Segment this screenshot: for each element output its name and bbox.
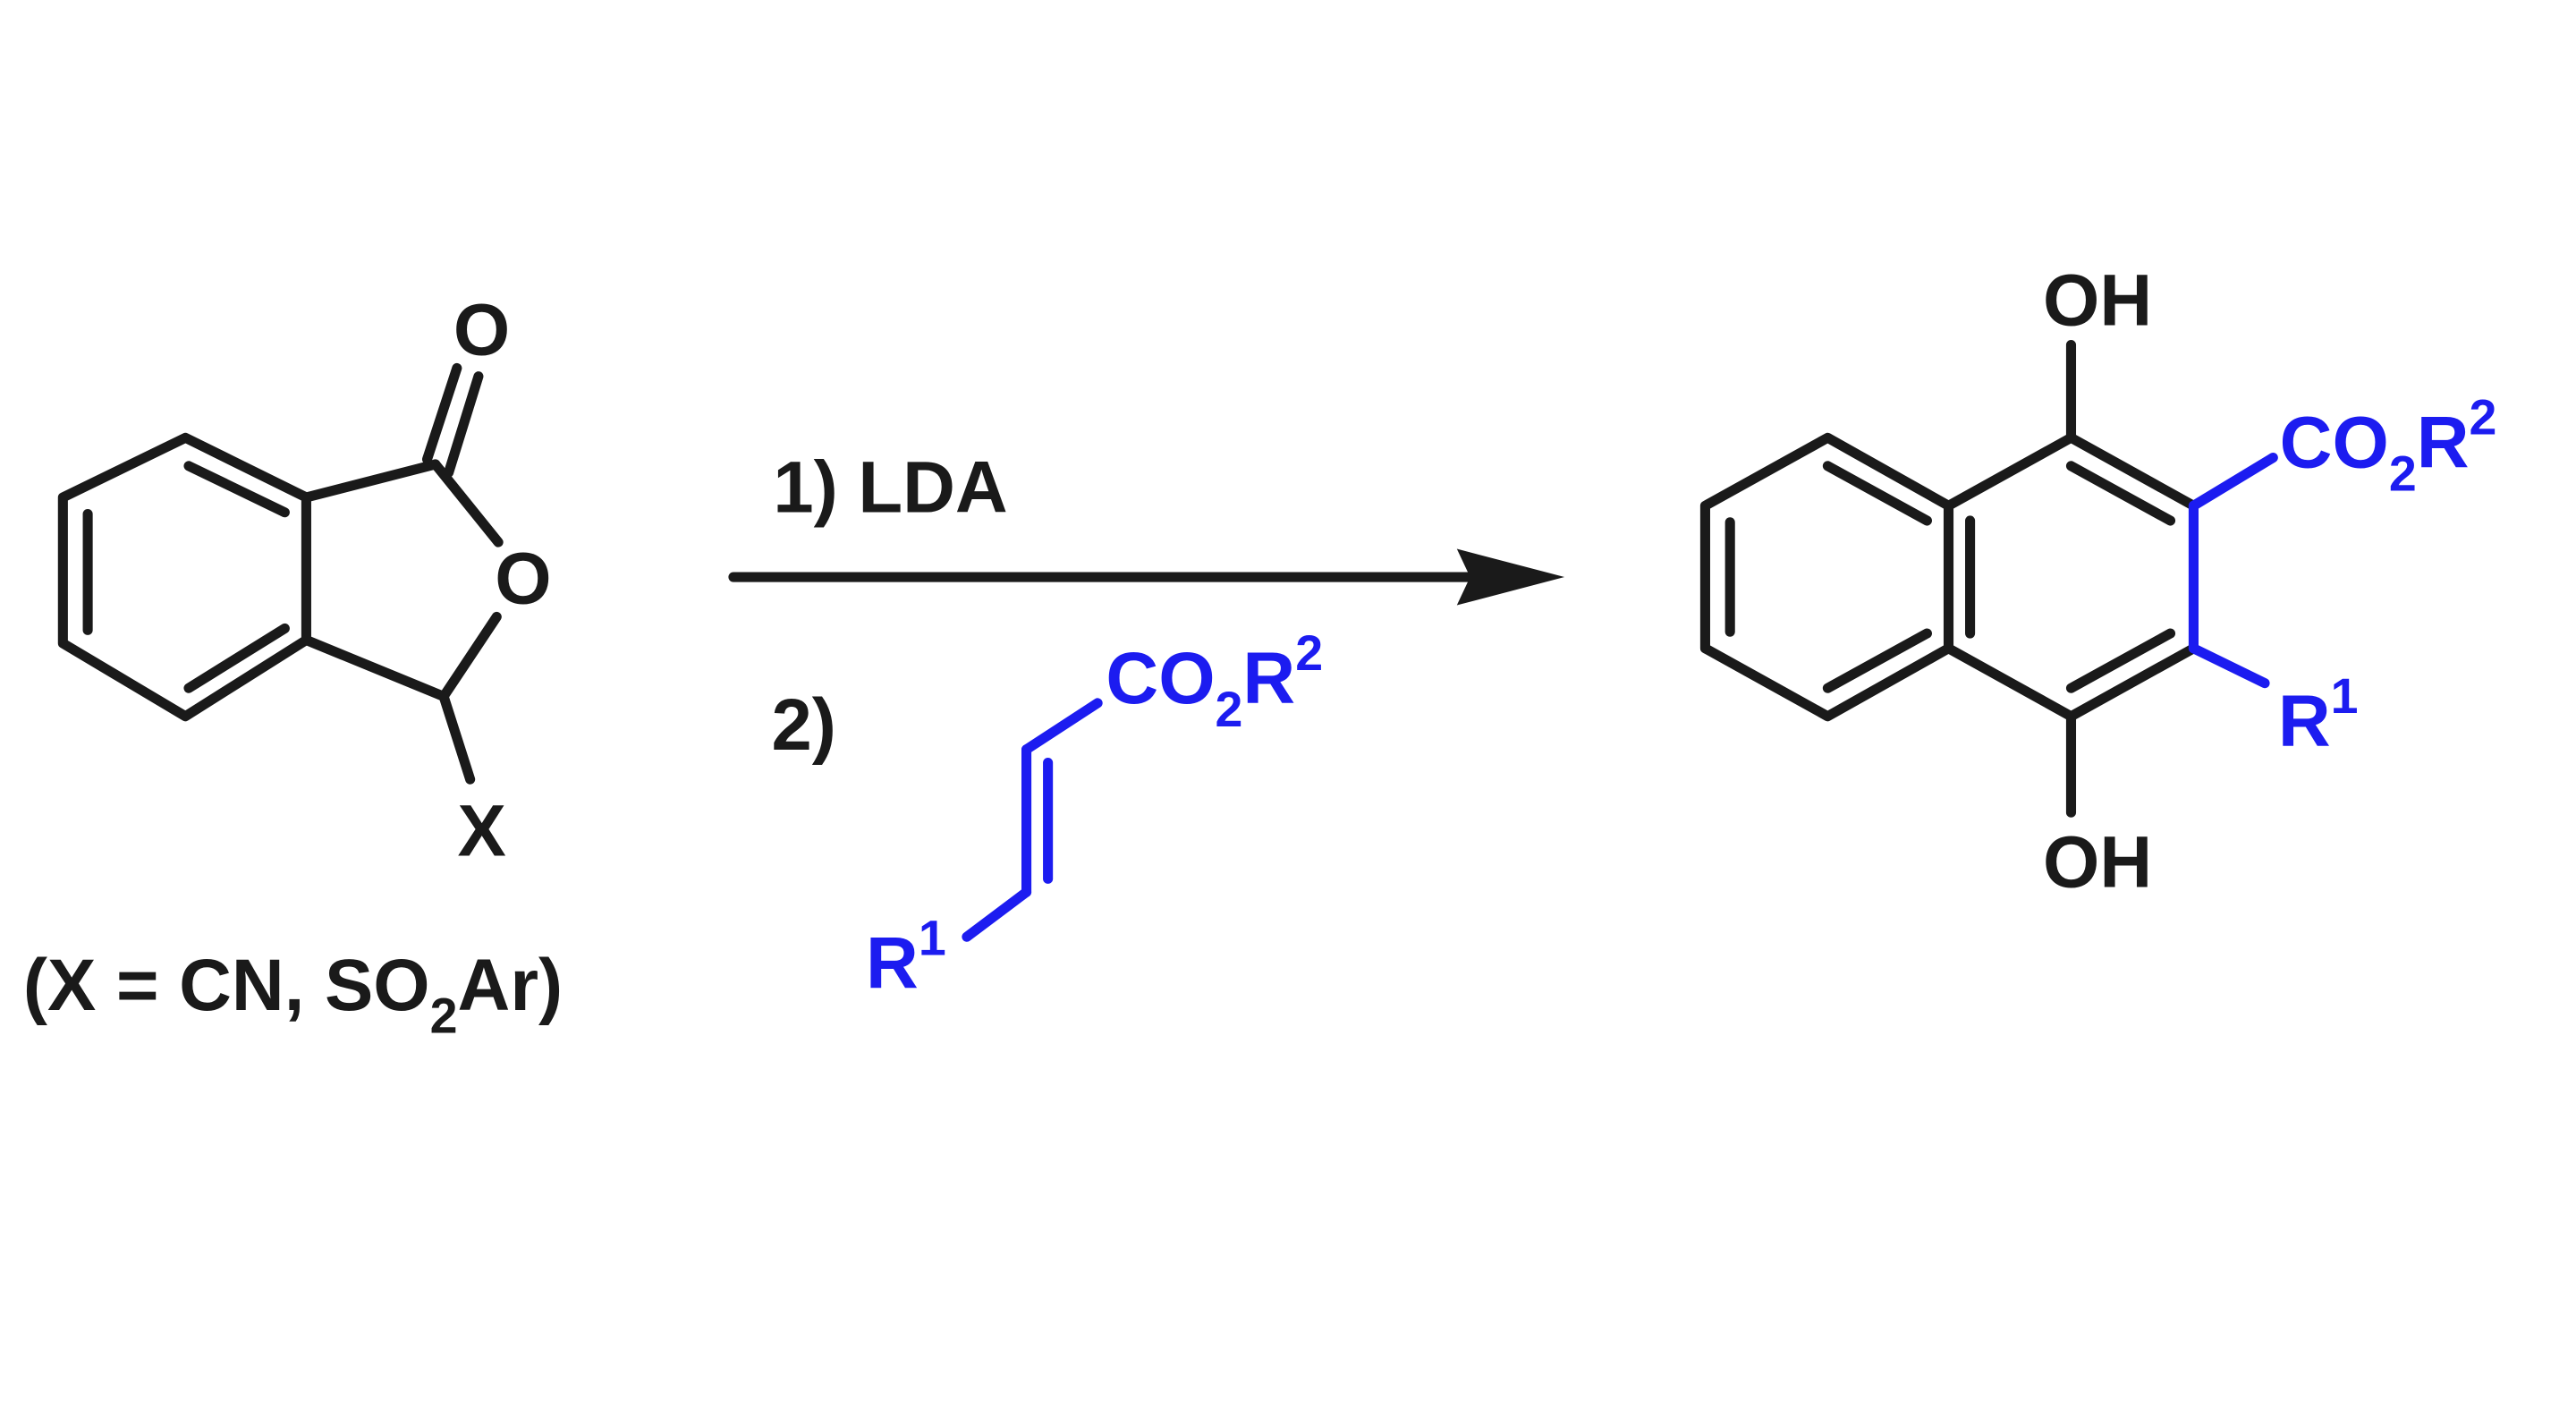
- product-right-ring: [1943, 432, 2199, 722]
- reagent-ester-label: CO2R2: [1106, 625, 1323, 737]
- carbonyl-double-bond: [421, 362, 484, 478]
- substituent-definition-note: (X = CN, SO2Ar): [23, 945, 563, 1044]
- ring-oxygen-label: O: [495, 539, 551, 620]
- carbonyl-oxygen-label: O: [453, 290, 510, 371]
- acrylate-reagent: CO2R2 R1: [866, 625, 1323, 1005]
- top-hydroxyl-label: OH: [2043, 259, 2152, 341]
- c3-x-bond: [438, 691, 476, 785]
- phthalide-benzene-ring: [57, 432, 311, 722]
- step2-label: 2): [772, 684, 836, 766]
- arrow-head: [1456, 548, 1565, 606]
- substituent-x-label: X: [457, 790, 505, 871]
- starting-material-phthalide: O O X (X = CN, SO2Ar): [23, 290, 563, 1044]
- step1-label: 1) LDA: [773, 447, 1007, 529]
- ester-bond: [2188, 453, 2278, 511]
- phthalide-lactone-ring: [301, 459, 504, 702]
- product-naphthalene: OH OH CO2R2 R1: [1699, 259, 2497, 904]
- product-ester-label: CO2R2: [2280, 390, 2497, 502]
- reagent-r1-label: R1: [866, 911, 946, 1005]
- product-r1-label: R1: [2278, 668, 2359, 762]
- r1-bond: [2188, 643, 2270, 689]
- reaction-arrow: [728, 548, 1565, 606]
- product-left-ring: [1699, 432, 1954, 722]
- bottom-hydroxyl-label: OH: [2043, 822, 2152, 904]
